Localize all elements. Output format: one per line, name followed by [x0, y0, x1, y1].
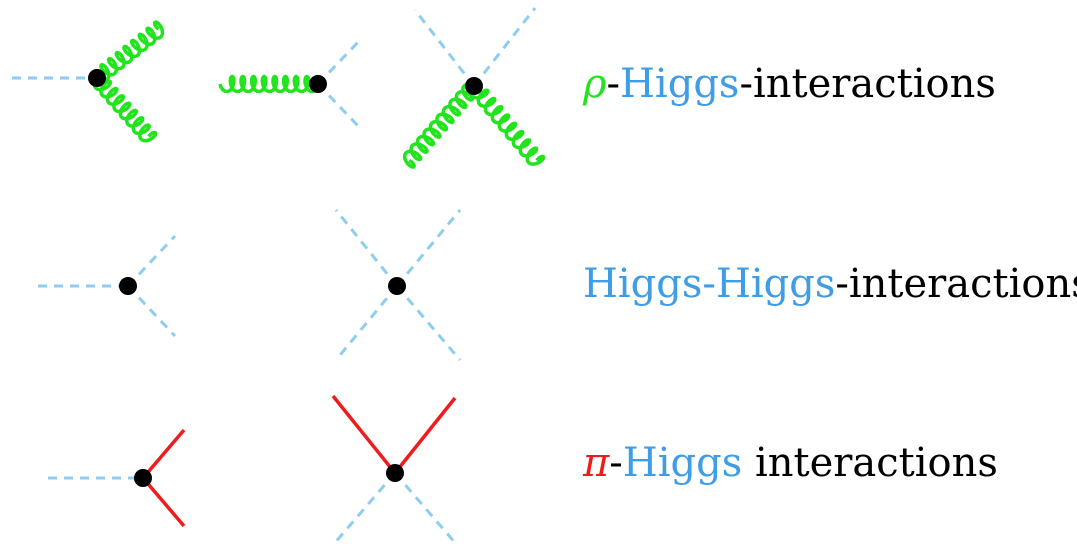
vertex-dot [386, 464, 404, 482]
higgs-line [316, 82, 364, 132]
higgs-line [393, 472, 459, 546]
label-dash: - [702, 261, 716, 307]
higgs-line [126, 284, 177, 338]
pi-pi-higgs-three-point [48, 428, 186, 528]
rho-line [402, 82, 475, 169]
pi-line [141, 476, 186, 528]
vertex-dot [465, 77, 483, 95]
rho-line [218, 74, 322, 94]
higgs-higgs-label: Higgs-Higgs-interactions [583, 264, 1077, 304]
rho-rho-higgs-higgs-four-point [402, 7, 546, 169]
higgs-line [334, 209, 399, 287]
higgs-line [334, 285, 399, 361]
vertex-dot [309, 75, 327, 93]
higgs-line [395, 285, 462, 361]
rho-symbol: ρ [583, 61, 607, 107]
higgs-line [331, 472, 397, 546]
label-dash: - [609, 440, 623, 486]
pi-line [393, 396, 457, 475]
higgs-word: Higgs [583, 261, 703, 307]
higgs-word: Higgs [622, 440, 743, 486]
higgs-word: Higgs [620, 61, 740, 107]
vertex-dot [119, 277, 137, 295]
vertex-dot [134, 469, 152, 487]
pi-line [331, 394, 397, 475]
vertex-dot [88, 69, 106, 87]
higgs-line [472, 7, 537, 87]
rho-line [95, 20, 165, 83]
label-rest: interactions [742, 440, 998, 486]
higgs-line [395, 209, 462, 287]
pi-higgs-label: π-Higgs interactions [583, 443, 998, 483]
higgs-word: Higgs [715, 261, 836, 307]
rho-higgs-label: ρ-Higgs-interactions [583, 64, 996, 104]
pi-line [141, 428, 186, 480]
rho-higgs-three-point-2 [218, 36, 364, 132]
higgs-line [413, 9, 476, 87]
rho-line [469, 85, 546, 166]
pi-pi-higgs-higgs-four-point [331, 394, 459, 546]
rho-line [92, 77, 158, 143]
vertex-dot [388, 277, 406, 295]
label-rest: -interactions [835, 261, 1077, 307]
higgs-line [126, 234, 177, 288]
label-dash: - [606, 61, 621, 107]
pi-symbol: π [583, 440, 610, 486]
label-rest: -interactions [739, 61, 996, 107]
rho-higgs-three-point-1 [12, 20, 165, 143]
higgs-three-point [38, 234, 177, 338]
higgs-line [316, 36, 364, 86]
higgs-four-point [334, 209, 462, 361]
